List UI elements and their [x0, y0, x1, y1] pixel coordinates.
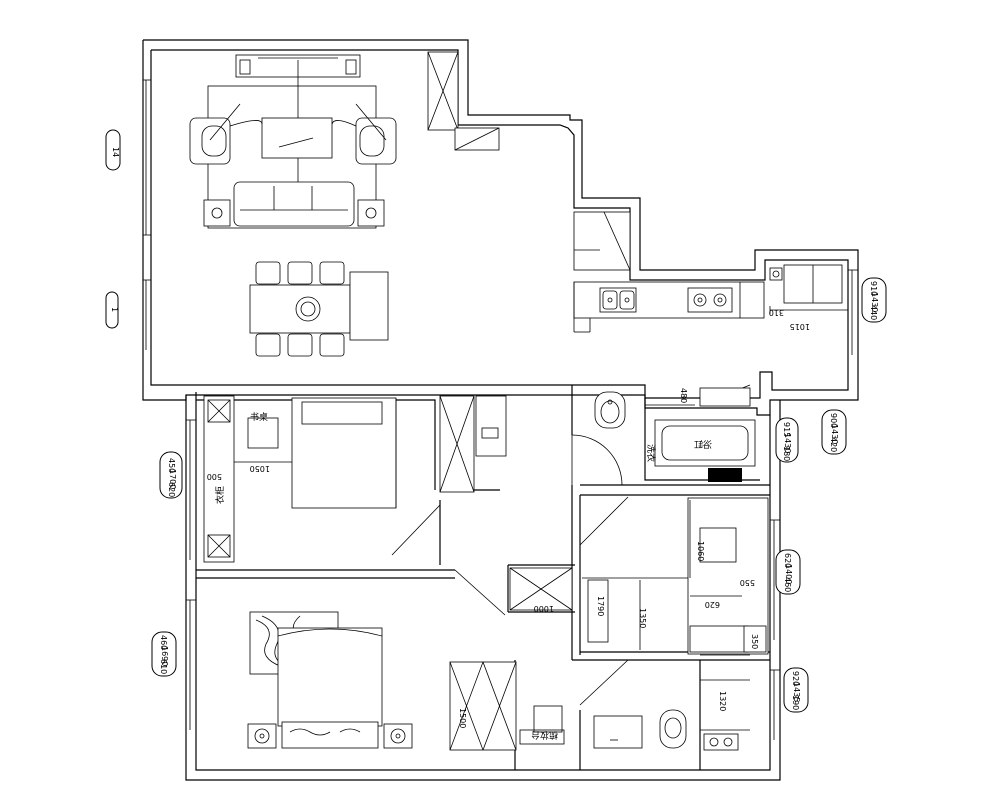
living-room-set	[189, 76, 397, 229]
outer-walls	[142, 39, 859, 781]
entry-cabinet	[427, 51, 500, 151]
corridor-cabinet: 1000	[509, 567, 573, 613]
svg-text:1430: 1430	[870, 292, 879, 312]
oval-left-b: 460 1690 610	[151, 631, 177, 677]
oval-right-e: 920 1435 190	[783, 667, 809, 713]
svg-text:610: 610	[159, 659, 168, 674]
svg-text:900: 900	[829, 413, 838, 428]
oval-right-c: 900 1430 420	[821, 409, 847, 455]
svg-text:450: 450	[167, 458, 176, 473]
dim-310: 310	[769, 308, 784, 317]
tv-cabinet	[235, 54, 361, 78]
master-bedroom: 1500 梳妆台	[247, 611, 565, 751]
oval-left-top: 14	[105, 129, 121, 171]
oval-left-mid: 1	[105, 291, 119, 329]
bathroom-2: 1320	[593, 679, 750, 751]
svg-text:1430: 1430	[830, 424, 839, 444]
dim-1350: 1350	[638, 608, 647, 628]
oval-right-d: 620 1400 460	[775, 549, 801, 595]
svg-text:1400: 1400	[784, 564, 793, 584]
svg-text:460: 460	[159, 635, 168, 650]
dresser-label: 梳妆台	[531, 729, 558, 741]
dim-1050: 1050	[250, 464, 270, 473]
dim-1500: 1500	[458, 708, 467, 728]
dim-1790: 1790	[596, 596, 605, 616]
bathtub-label: 浴缸	[694, 439, 712, 451]
dining-table	[249, 261, 389, 357]
dim-620: 620	[705, 600, 720, 609]
svg-text:920: 920	[791, 671, 800, 686]
svg-text:1435: 1435	[792, 682, 801, 702]
oval-right-b: 915 1430 180	[775, 417, 799, 463]
door-swings	[391, 384, 751, 706]
svg-text:1: 1	[110, 307, 119, 312]
kitchen	[573, 211, 765, 333]
interior-walls	[196, 385, 770, 770]
svg-text:620: 620	[783, 553, 792, 568]
bedroom-3: 1060 550 620 1790 1350 350	[582, 497, 769, 655]
svg-text:460: 460	[783, 577, 792, 592]
svg-text:1690: 1690	[160, 646, 169, 666]
dim-1000: 1000	[534, 604, 554, 613]
desk-label: 书桌	[250, 411, 268, 423]
svg-text:190: 190	[791, 695, 800, 710]
balcony-laundry: 1015 310 480	[679, 264, 849, 407]
dim-480: 480	[679, 388, 688, 403]
svg-text:440: 440	[869, 305, 878, 320]
svg-text:180: 180	[782, 446, 791, 461]
oval-left-a: 450 1700 620	[159, 451, 183, 499]
svg-text:915: 915	[782, 422, 791, 437]
dim-500: 500	[207, 472, 222, 481]
svg-text:910: 910	[869, 281, 878, 296]
svg-text:14: 14	[111, 147, 120, 157]
svg-text:1700: 1700	[168, 469, 177, 489]
dim-1320: 1320	[718, 691, 727, 711]
dim-350: 350	[750, 634, 759, 649]
oval-right-a: 910 1430 440	[861, 277, 887, 323]
wardrobe-label: 衣柜	[214, 486, 226, 504]
dim-1015: 1015	[790, 322, 810, 331]
svg-text:420: 420	[829, 437, 838, 452]
bedroom-1: 衣柜 书桌 1050 500	[203, 385, 573, 563]
svg-text:620: 620	[167, 482, 176, 497]
svg-text:1430: 1430	[783, 433, 792, 453]
dim-1060: 1060	[696, 541, 705, 561]
bathroom-1: 浴缸 洗衣	[594, 391, 756, 482]
washer-label: 洗衣	[645, 444, 657, 462]
dim-550: 550	[740, 578, 755, 587]
